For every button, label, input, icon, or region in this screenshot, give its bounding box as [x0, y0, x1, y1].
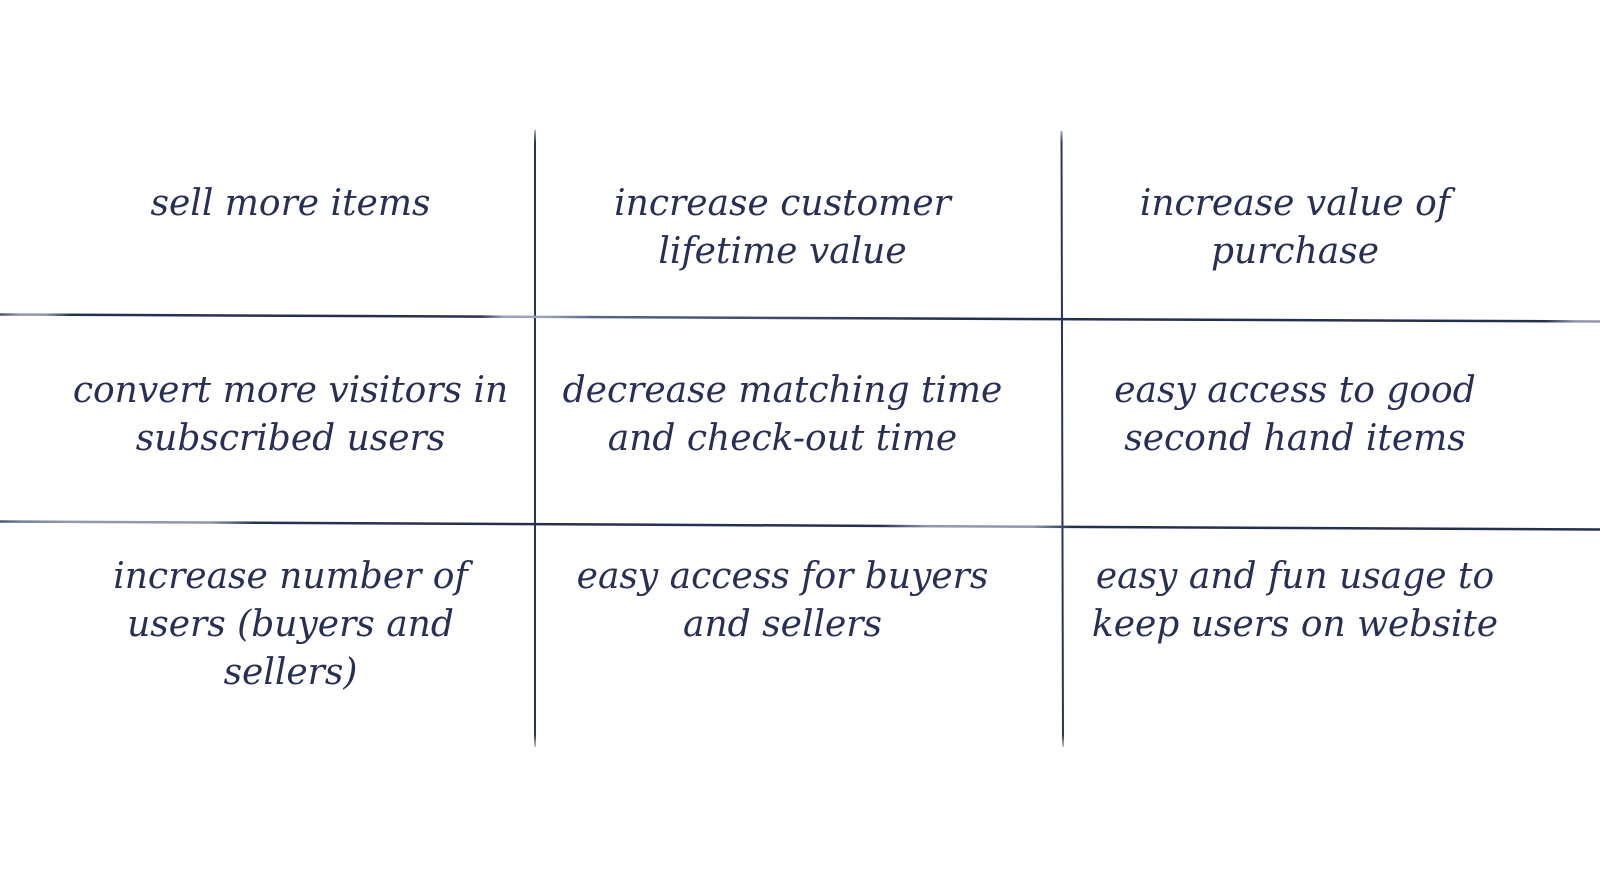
cell-text: convert more visitors in subscribed user…	[72, 370, 509, 459]
cell-convert-more-visitors: convert more visitors in subscribed user…	[0, 318, 535, 525]
cell-text: increase customer lifetime value	[614, 183, 951, 272]
cell-text: increase value of purchase	[1139, 183, 1451, 272]
cell-text: decrease matching time and check-out tim…	[562, 370, 1003, 459]
cell-easy-access-buyers-sellers: easy access for buyers and sellers	[535, 525, 1062, 875]
cell-text: easy and fun usage to keep users on webs…	[1091, 556, 1499, 645]
cell-increase-customer-lifetime-value: increase customer lifetime value	[535, 0, 1062, 318]
cell-text: easy access for buyers and sellers	[576, 556, 989, 645]
cell-sell-more-items: sell more items	[0, 0, 535, 318]
cell-easy-access-second-hand: easy access to good second hand items	[1062, 318, 1600, 525]
cell-increase-value-of-purchase: increase value of purchase	[1062, 0, 1600, 318]
cell-increase-number-of-users: increase number of users (buyers and sel…	[0, 525, 535, 875]
cell-easy-fun-usage: easy and fun usage to keep users on webs…	[1062, 525, 1600, 875]
cell-decrease-matching-time: decrease matching time and check-out tim…	[535, 318, 1062, 525]
cell-text: increase number of users (buyers and sel…	[113, 556, 468, 693]
cell-text: sell more items	[150, 183, 431, 224]
cell-text: easy access to good second hand items	[1114, 370, 1476, 459]
